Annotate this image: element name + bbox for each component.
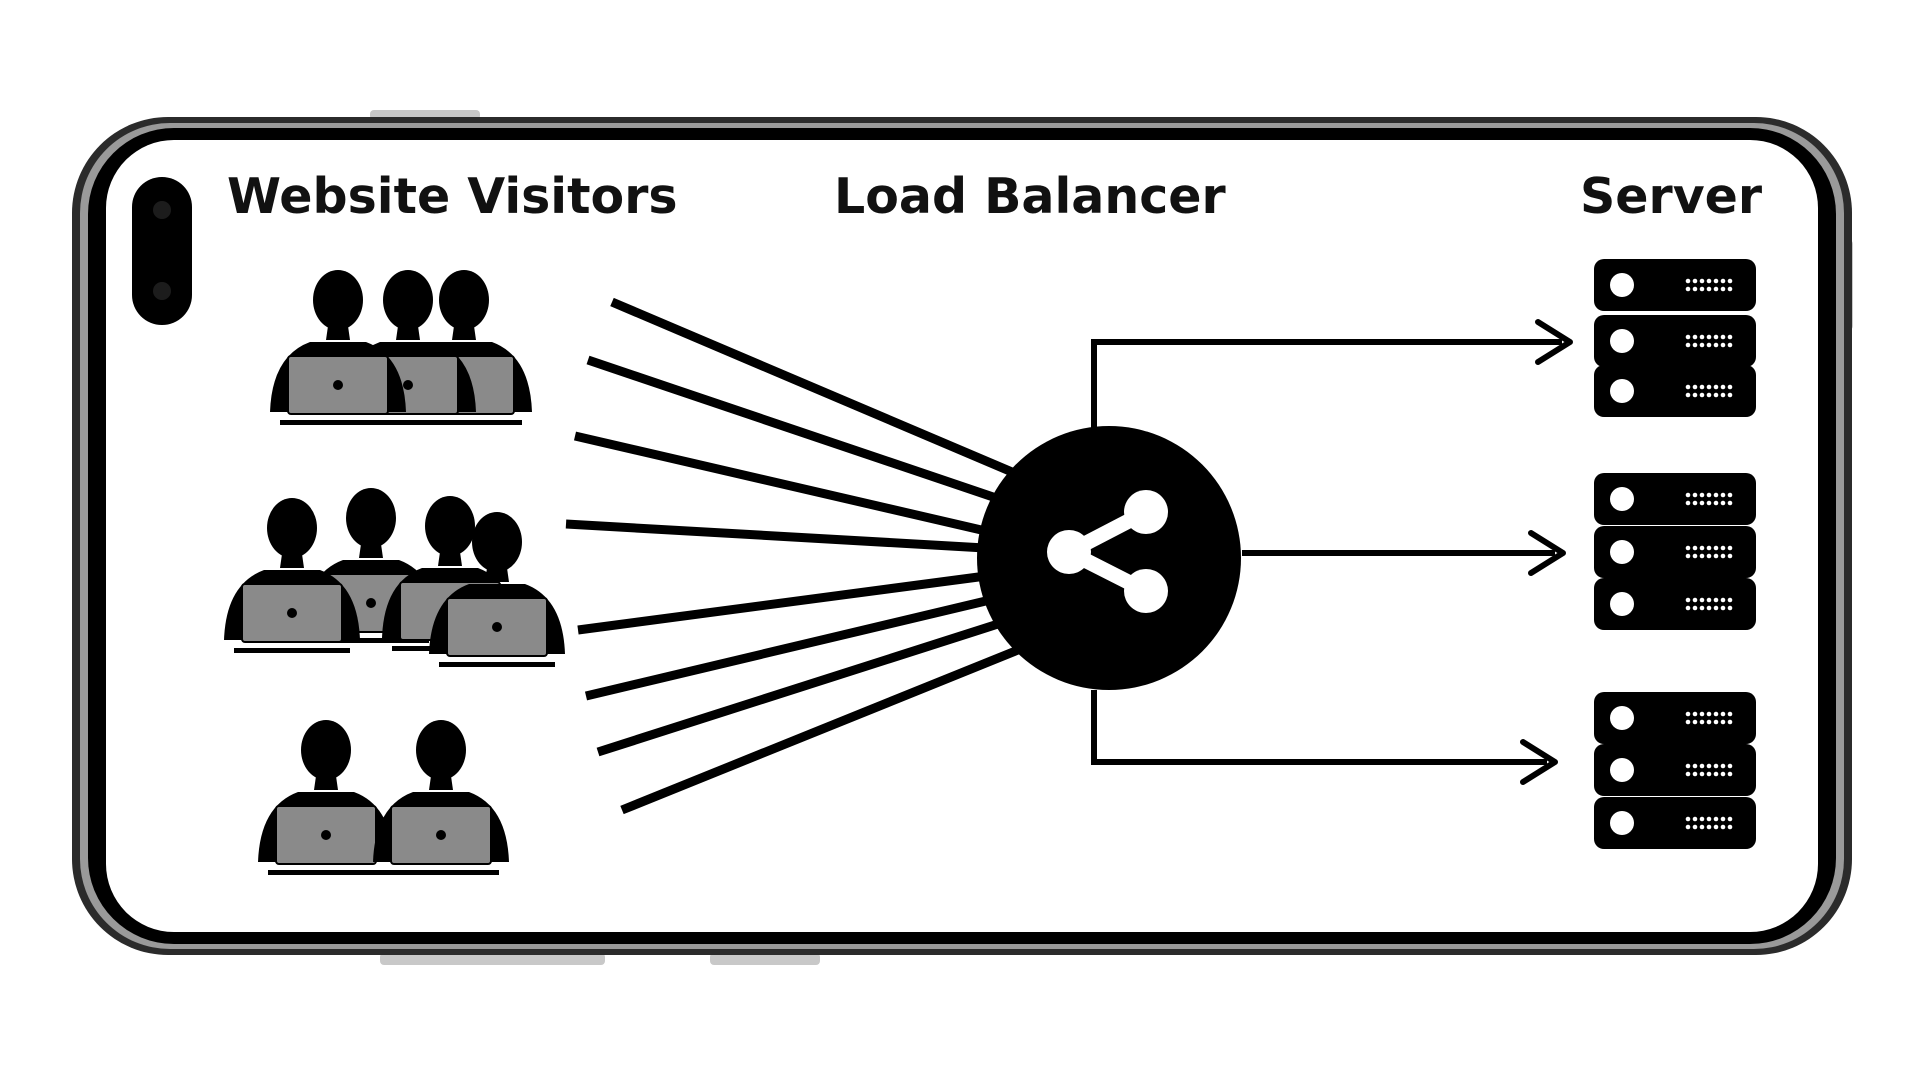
server-label: Server: [1580, 168, 1763, 225]
server-unit-icon: [1594, 744, 1756, 796]
server-unit-icon: [1594, 526, 1756, 578]
load-balancer-node: [977, 426, 1241, 690]
connector-top: [1091, 339, 1562, 440]
smartphone-frame: [72, 110, 1853, 965]
server-unit-icon: [1594, 259, 1756, 311]
server-stack-2: [1594, 473, 1756, 630]
visitors-label: Website Visitors: [227, 168, 678, 225]
traffic-lines: [565, 297, 1020, 815]
traffic-line: [584, 595, 992, 701]
traffic-line: [610, 297, 1014, 477]
share-icon: [1047, 490, 1168, 613]
arrowhead-icon: [1520, 739, 1558, 785]
traffic-line: [577, 571, 987, 635]
traffic-line: [586, 355, 1004, 505]
server-unit-icon: [1594, 315, 1756, 367]
connector-bottom: [1091, 690, 1547, 765]
arrowhead-icon: [1535, 319, 1573, 365]
server-unit-icon: [1594, 473, 1756, 525]
server-unit-icon: [1594, 578, 1756, 630]
traffic-line: [565, 519, 986, 553]
traffic-line: [573, 431, 992, 537]
server-unit-icon: [1594, 692, 1756, 744]
server-stack-3: [1594, 692, 1756, 849]
server-stack-1: [1594, 259, 1756, 417]
arrowheads: [1520, 319, 1573, 785]
arrowhead-icon: [1528, 530, 1566, 576]
phone-screen: [106, 140, 1818, 932]
server-unit-icon: [1594, 365, 1756, 417]
traffic-line: [620, 645, 1020, 815]
server-unit-icon: [1594, 797, 1756, 849]
traffic-line: [596, 619, 1000, 757]
balancer-label: Load Balancer: [834, 168, 1227, 225]
server-connectors: [1091, 339, 1562, 765]
front-camera-icon: [132, 177, 192, 325]
